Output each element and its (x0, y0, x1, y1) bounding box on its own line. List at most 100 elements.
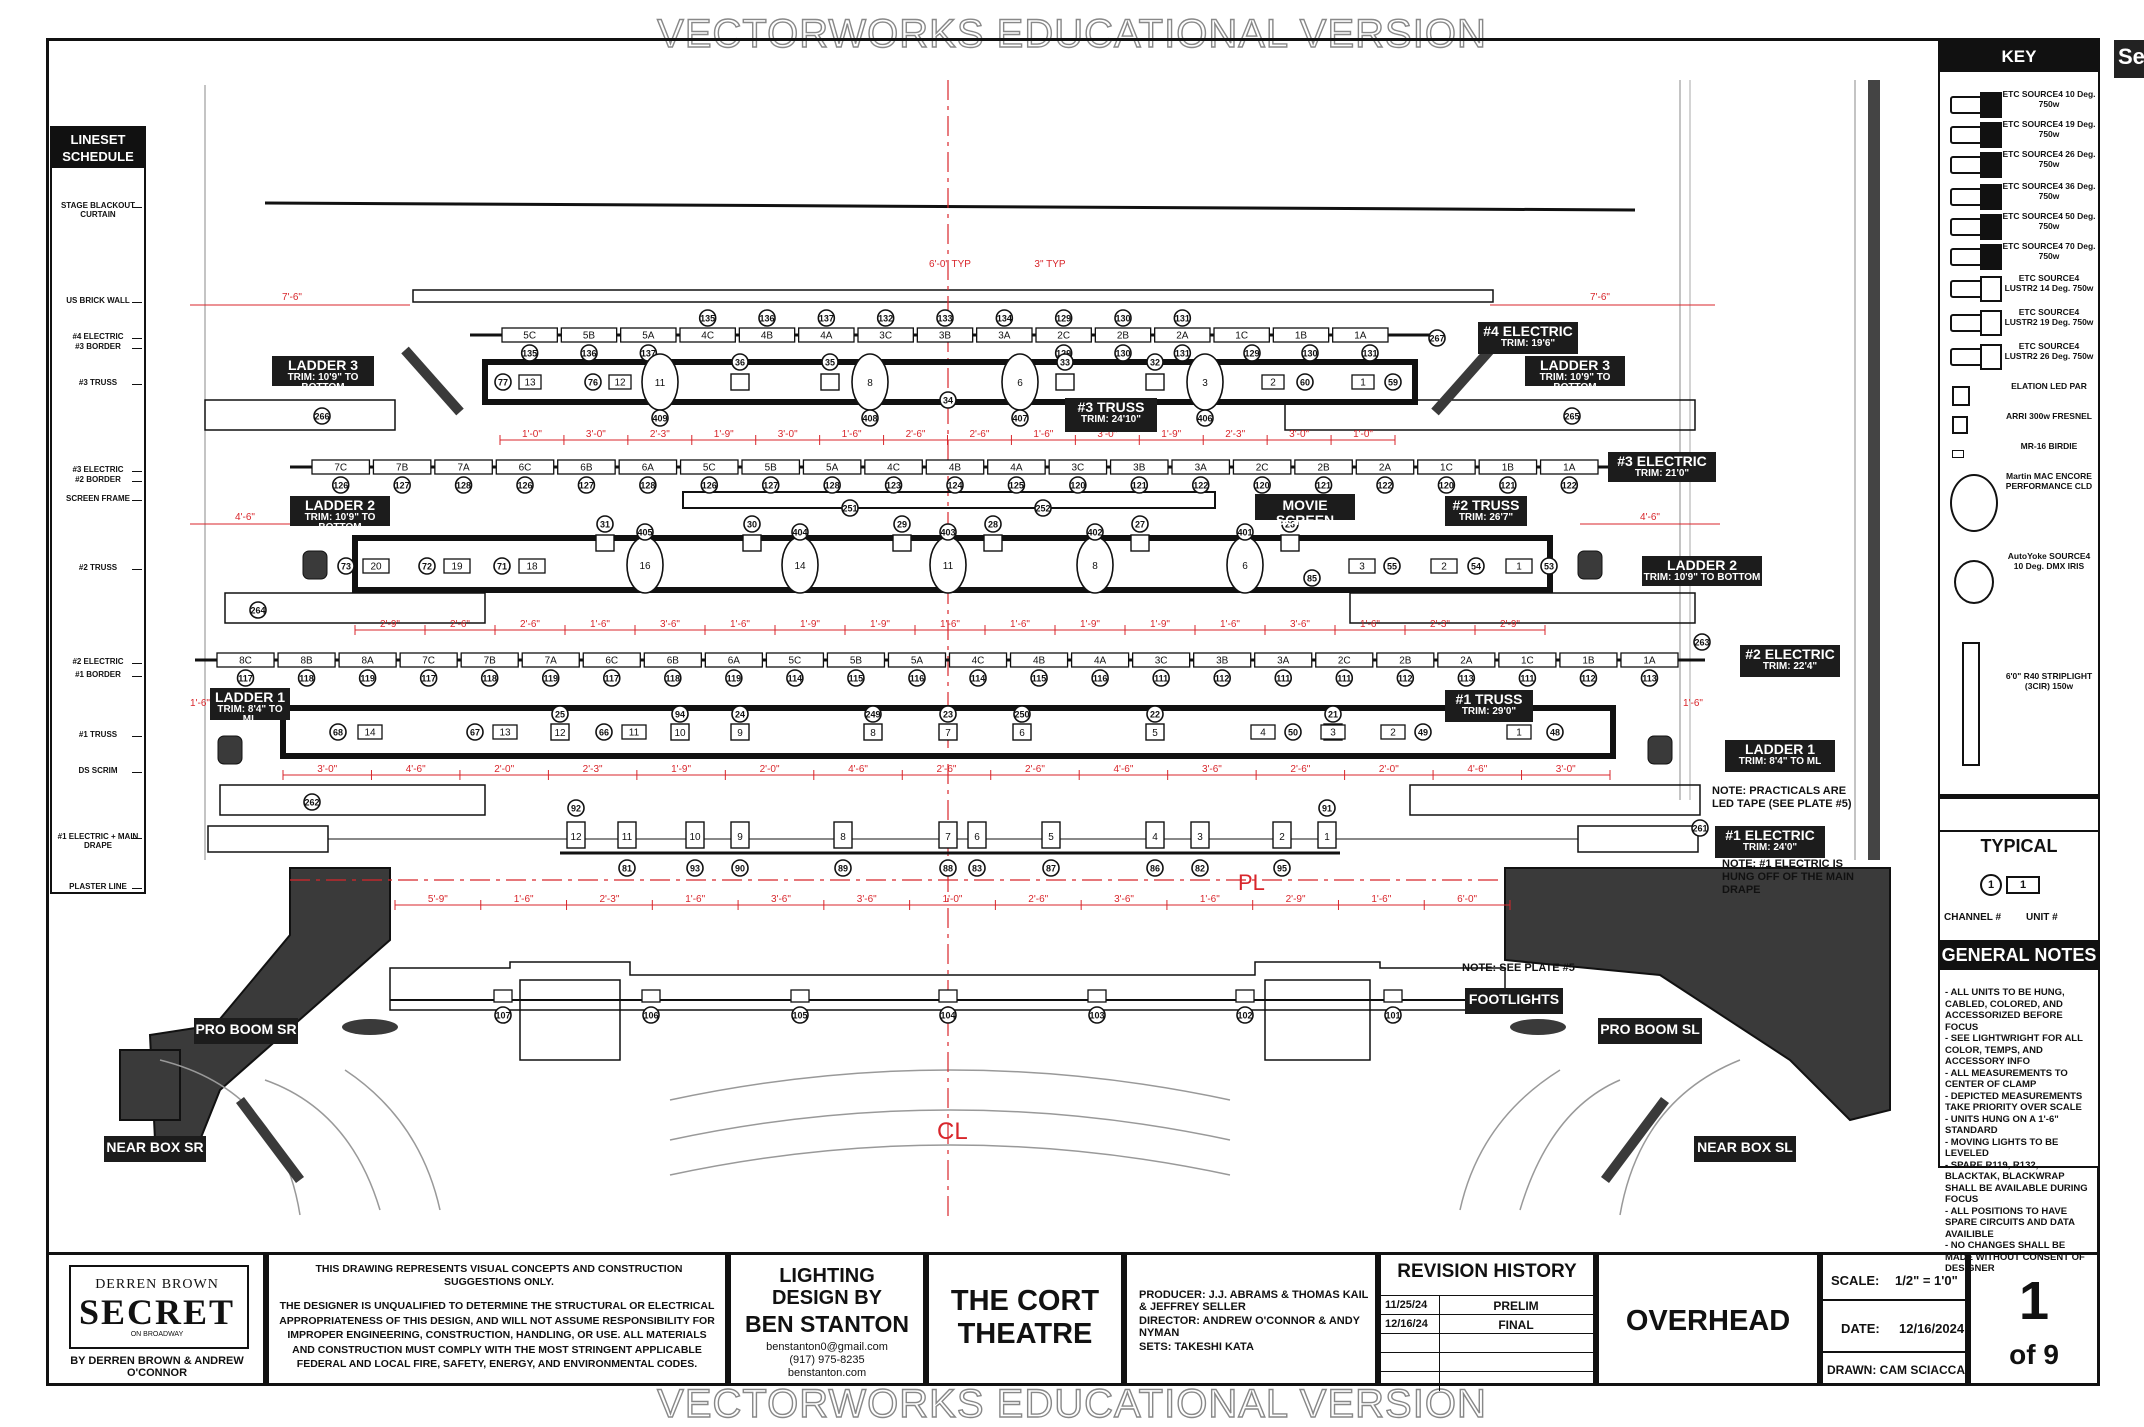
elec3-unit-6a: 6A (642, 463, 655, 474)
elec3-circuit-4-circle (577, 476, 596, 494)
corner-tab[interactable]: Se (2114, 40, 2144, 78)
elec3-unit-7b: 7B (396, 463, 409, 474)
elec2-circuit-13-circle (1030, 669, 1048, 687)
lineset-tick-10 (132, 676, 142, 677)
general-note-1: - SEE LIGHTWRIGHT FOR ALL COLOR, TEMPS, … (1945, 1033, 2083, 1067)
truss2-dim-13: 3'-6" (1290, 619, 1310, 630)
truss3-dim-13: 1'-0" (1353, 429, 1373, 440)
elec2-unit-8c: 8C (239, 656, 252, 667)
ladder2-sr-circuit: 264 (250, 606, 265, 616)
truss2-dim-16: 2'-9" (1500, 619, 1520, 630)
elec3-unit-3a-box (1171, 459, 1231, 475)
lineset-tick-3 (132, 348, 142, 349)
key-icon-11 (1950, 444, 2002, 464)
truss2-left-5: 18 (526, 562, 538, 573)
elec3-circuit-15: 120 (1255, 481, 1270, 491)
truss1-left-1-box (357, 724, 383, 740)
show-logo: SECRET (78, 1292, 236, 1332)
position-trim-elec3: TRIM: 21'0" (1634, 467, 1690, 479)
footlight-unit-4 (1087, 989, 1107, 1003)
note-see-plate5: NOTE: SEE PLATE #5 (1462, 962, 1575, 974)
elec3-unit-5b: 5B (765, 463, 778, 474)
truss2-special-1-circle (1034, 499, 1052, 517)
footlight-circuit-2-circle (791, 1006, 809, 1024)
plate-of: of 9 (2009, 1339, 2059, 1370)
truss3-spec-circuit-0-circle (731, 353, 749, 371)
truss2-spec-circuit-3-circle (984, 515, 1002, 533)
elec2-circuit-17: 111 (1276, 674, 1290, 684)
ladder3-sr-circuit-circle (313, 407, 331, 425)
position-tag-nearbox_sr: NEAR BOX SR (104, 1136, 206, 1162)
elec1-unit-label-8: 4 (1152, 832, 1158, 843)
key-icon-2 (1950, 152, 2002, 178)
truss3-mover-0: 11 (655, 378, 666, 389)
position-name-ladder1_sr: LADDER 1 (214, 689, 285, 705)
truss1-right-0: 4 (1260, 728, 1266, 739)
footlight-unit-3 (938, 989, 958, 1003)
key-icon-10 (1950, 414, 2002, 434)
designer-web: benstanton.com (787, 1367, 867, 1379)
elec2-circuit-16: 112 (1215, 674, 1230, 684)
truss3-spec-circuit-0: 36 (735, 358, 745, 368)
truss2-mover-circuit-3: 402 (1087, 528, 1102, 538)
truss2-mover-2: 11 (943, 561, 954, 572)
elec2-unit-1c-box (1498, 652, 1557, 668)
elec3-unit-4b-box (925, 459, 985, 475)
ladder3-sr-unit (401, 346, 464, 416)
truss1-dim-0: 3'-0" (317, 764, 337, 775)
truss3-dim-3: 1'-9" (714, 429, 734, 440)
elec2-circuit-23: 113 (1642, 674, 1657, 684)
position-trim-truss1: TRIM: 29'0" (1461, 705, 1517, 717)
show-by: BY DERREN BROWN & ANDREW O'CONNOR (70, 1355, 244, 1379)
elec3-circuit-4: 127 (579, 481, 594, 491)
elec3-unit-2b-box (1294, 459, 1353, 475)
truss2-mover-4: 6 (1242, 561, 1248, 572)
elec1-unit-6 (967, 821, 987, 849)
position-name-ladder2_sr: LADDER 2 (304, 497, 375, 513)
dim-sr-4-6-label: 4'-6" (235, 512, 255, 523)
elec2-unit-6a: 6A (728, 656, 741, 667)
lineset-tick-9 (132, 663, 142, 664)
truss1-dim-2: 2'-0" (494, 764, 514, 775)
truss2-mover-1: 14 (794, 561, 806, 572)
truss3-dim-6: 2'-6" (906, 429, 926, 440)
lineset-tick-12 (132, 772, 142, 773)
elec4-right-circuit-1: 130 (1302, 349, 1317, 359)
elec4-right-circuit-0: 129 (1244, 349, 1259, 359)
truss1-spec-circuit-4-circle (939, 705, 957, 723)
elec4-top-8: 131 (1175, 314, 1190, 324)
dim-sl-1-6-label: 1'-6" (1683, 698, 1703, 709)
truss1-spec-1-body (670, 723, 690, 741)
truss2-dim-8: 1'-6" (940, 619, 960, 630)
elec4-top-2: 137 (819, 314, 834, 324)
truss1-spec-circuit-0: 25 (555, 710, 565, 720)
elec2-unit-3b-box (1193, 652, 1252, 668)
key-icon-7 (1950, 310, 2002, 336)
truss2-spec-circuit-0-circle (596, 515, 614, 533)
truss2-left-2: 72 (422, 562, 432, 572)
elec2-circuit-6-circle (602, 669, 621, 687)
truss1-left-0: 68 (333, 728, 343, 738)
truss1-left-3-box (492, 724, 518, 740)
truss1-spec-circuit-0-circle (551, 705, 569, 723)
truss3-mover-circuit-0: 409 (652, 414, 667, 424)
truss1-spec-5: 6 (1019, 728, 1025, 739)
elec1-dim-4: 3'-6" (771, 894, 791, 905)
elec2-unit-1c: 1C (1521, 656, 1534, 667)
elec2-unit-5a-box (887, 652, 947, 668)
elec1-bottom-5: 83 (972, 864, 982, 874)
elec2-unit-2c-box (1315, 652, 1374, 668)
footlight-circuit-6-circle (1384, 1006, 1402, 1024)
elec3-unit-6a-box (618, 459, 678, 475)
elec2-unit-3b: 3B (1216, 656, 1229, 667)
elec2-unit-4c: 4C (972, 656, 985, 667)
ladder-unit-0 (302, 550, 328, 580)
elec4-circuit-10-circle (1114, 344, 1132, 362)
elec1-top-1-circle (1318, 799, 1336, 817)
elec1-dim-6: 1'-0" (943, 894, 963, 905)
position-tag-footlights: FOOTLIGHTS (1465, 988, 1563, 1014)
revision-row-4 (1381, 1371, 1593, 1391)
